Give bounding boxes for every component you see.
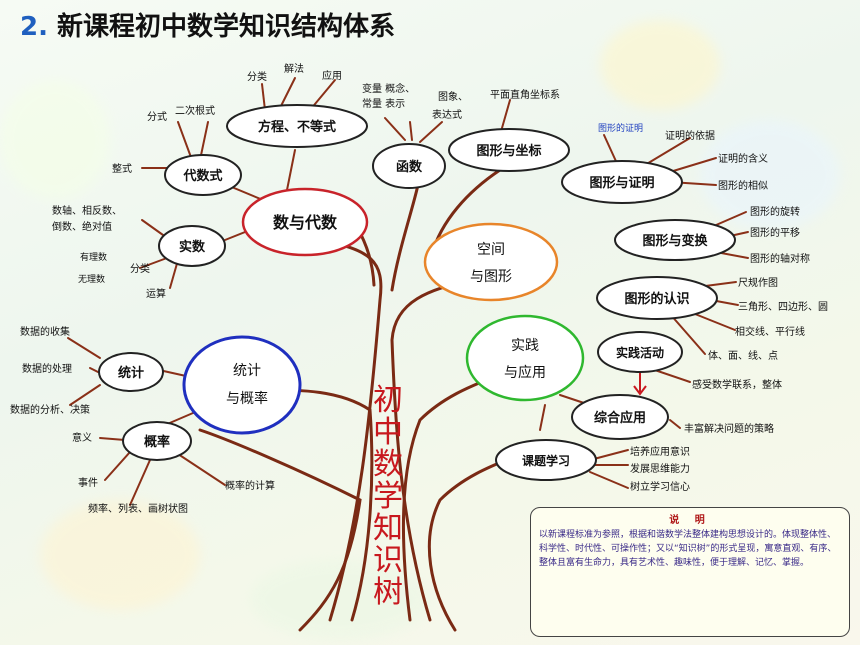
leaf-shuzhou: 数轴、相反数、: [52, 204, 122, 217]
node-probability[interactable]: [122, 421, 192, 461]
node-stats[interactable]: [182, 335, 302, 435]
leaf-fenshi: 分式: [147, 110, 167, 123]
node-labels: 数与代数 方程、不等式 代数式 实数 函数 图形与坐标 空间 与图形 图形与证明…: [118, 119, 709, 468]
node-real[interactable]: [158, 225, 226, 267]
leaf-pingyi: 图形的平移: [750, 226, 800, 239]
leaf-fenlei2: 分类: [130, 262, 150, 275]
node-comprehensive[interactable]: [571, 394, 669, 440]
label-practice-1: 实践: [511, 338, 539, 354]
node-space[interactable]: [423, 222, 559, 302]
label-stats-1: 统计: [233, 363, 261, 379]
label-activity: 实践活动: [616, 345, 664, 360]
title-text: 新课程初中数学知识结构体系: [57, 12, 396, 42]
note-heading: 说 明: [669, 515, 711, 526]
leaf-sanjiao: 三角形、四边形、圆: [738, 301, 828, 313]
node-statistics[interactable]: [98, 352, 164, 392]
label-statistics: 统计: [118, 365, 144, 381]
label-graph-coord: 图形与坐标: [476, 143, 541, 159]
leaf-zhoudui: 图形的轴对称: [750, 252, 810, 265]
label-project: 课题学习: [522, 453, 570, 468]
node-project[interactable]: [495, 439, 597, 481]
leaf-yiyi: 意义: [72, 431, 92, 444]
trunk-char-6: 识: [373, 543, 403, 578]
arrow-activity-comprehensive: [633, 373, 647, 396]
leaf-chigui: 尺规作图: [738, 276, 778, 289]
label-space-2: 与图形: [470, 269, 512, 285]
node-practice[interactable]: [465, 314, 585, 402]
label-transform: 图形与变换: [642, 233, 708, 249]
leaf-tuxing-xiangsi: 图形的相似: [718, 179, 768, 192]
label-stats-2: 与概率: [226, 390, 268, 407]
leaf-youlishu: 有理数: [80, 251, 107, 263]
label-practice-2: 与应用: [504, 364, 546, 381]
leaf-bianliang: 变量 概念、: [362, 82, 415, 95]
label-algebraic: 代数式: [182, 168, 222, 184]
trunk-char-4: 学: [373, 479, 403, 514]
tree-nodes: [98, 104, 736, 481]
leaf-pinlv: 频率、列表、画树状图: [88, 502, 188, 515]
note-box: 说 明 以新课程标准为参照，根据和谐数学法整体建构思想设计的。体现整体性、科学性…: [530, 507, 850, 637]
leaf-timian: 体、面、线、点: [708, 349, 778, 362]
leaf-changliang: 常量 表示: [362, 97, 405, 110]
leaf-ganshou: 感受数学联系，整体: [692, 378, 782, 391]
leaf-peiyang: 培养应用意识: [630, 445, 690, 458]
leaf-shuli: 树立学习信心: [630, 480, 690, 493]
leaf-shijian: 事件: [78, 476, 98, 489]
label-comprehensive: 综合应用: [594, 410, 646, 426]
leaf-daoshu: 倒数、绝对值: [52, 220, 112, 233]
node-proof[interactable]: [561, 160, 683, 204]
trunk-char-3: 数: [373, 447, 403, 482]
leaf-ercigenshi: 二次根式: [175, 104, 215, 117]
trunk-label: 初 中 数 学 知 识 树: [373, 383, 403, 610]
label-num-algebra: 数与代数: [273, 213, 338, 232]
node-recognition[interactable]: [596, 276, 718, 320]
label-function: 函数: [396, 159, 423, 175]
leaf-gailv-jisuan: 概率的计算: [225, 479, 275, 492]
leaf-xiangjiao: 相交线、平行线: [735, 325, 805, 338]
trunk-char-5: 知: [373, 511, 403, 546]
label-proof: 图形与证明: [589, 176, 654, 191]
page-title: 2. 新课程初中数学知识结构体系: [20, 6, 395, 43]
label-equations: 方程、不等式: [258, 119, 336, 135]
trunk-char-1: 初: [373, 383, 403, 418]
label-probability: 概率: [144, 434, 170, 450]
leaf-pingmian: 平面直角坐标系: [490, 88, 560, 101]
label-real: 实数: [179, 239, 206, 255]
node-equations[interactable]: [226, 104, 368, 148]
leaf-yingyong: 应用: [322, 69, 342, 82]
leaf-yunsuan: 运算: [146, 287, 166, 300]
leaf-zhengshi: 整式: [112, 162, 132, 175]
leaf-biaodashi: 表达式: [432, 108, 462, 121]
leaf-shouji: 数据的收集: [20, 325, 70, 338]
node-function[interactable]: [372, 143, 446, 189]
leaf-jiefa: 解法: [284, 62, 304, 75]
leaf-fenxi: 数据的分析、决策: [10, 403, 90, 416]
label-recognition: 图形的认识: [624, 291, 689, 307]
leaf-fengfu: 丰富解决问题的策略: [684, 422, 774, 435]
node-algebraic[interactable]: [164, 154, 242, 196]
node-activity[interactable]: [597, 331, 683, 373]
leaf-tuxiang: 图象、: [438, 91, 468, 103]
leaf-zhengming-hanyi: 证明的含义: [718, 152, 768, 165]
trunk-char-2: 中: [373, 415, 403, 450]
title-number: 2.: [20, 12, 48, 42]
node-transform[interactable]: [614, 219, 736, 261]
leaf-fazhan: 发展思维能力: [630, 462, 690, 475]
leaf-tuxing-zhengming: 图形的证明: [598, 122, 643, 134]
leaf-fenlei: 分类: [247, 70, 267, 83]
tree-twigs: [67, 77, 749, 506]
trunk-char-7: 树: [373, 575, 403, 610]
node-graph-coord[interactable]: [448, 128, 570, 172]
note-body: 以新课程标准为参照，根据和谐数学法整体建构思想设计的。体现整体性、科学性、时代性…: [539, 530, 837, 568]
leaf-xuanzhuan: 图形的旋转: [750, 205, 800, 218]
leaf-chuli: 数据的处理: [22, 362, 72, 375]
node-num-algebra[interactable]: [241, 187, 369, 257]
leaf-zhengming-yiju: 证明的依据: [665, 129, 715, 142]
leaf-labels: 分类 解法 应用 分式 二次根式 整式 数轴、相反数、 倒数、绝对值 有理数 无…: [10, 62, 828, 515]
label-space-1: 空间: [477, 242, 505, 258]
leaf-wulishu: 无理数: [78, 273, 105, 285]
